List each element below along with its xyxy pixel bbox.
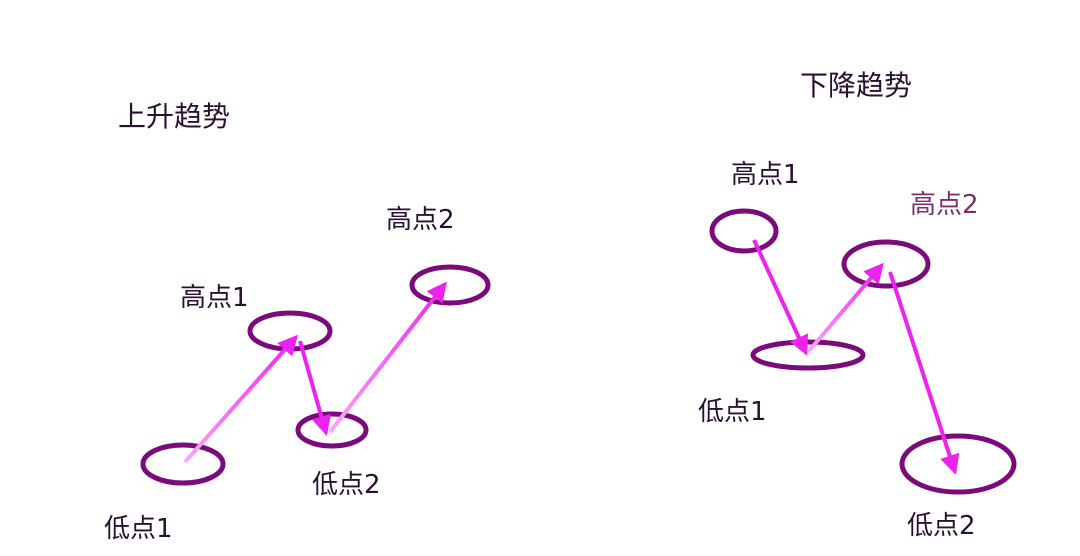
downtrend-high1-ellipse	[709, 208, 779, 254]
downtrend-low1-label: 低点1	[698, 397, 767, 427]
uptrend-arrow-high1-to-low2	[298, 340, 331, 436]
downtrend-high2-label: 高点2	[910, 190, 979, 220]
downtrend-arrow-high1-to-low1	[752, 239, 808, 356]
uptrend-high2-label: 高点2	[386, 205, 455, 235]
downtrend-low1-ellipse	[750, 339, 866, 371]
uptrend-low2-ellipse	[295, 411, 369, 449]
downtrend-high1-label: 高点1	[731, 160, 800, 190]
uptrend-low1-ellipse	[140, 442, 226, 486]
downtrend-arrow-high2-to-low2	[888, 271, 960, 475]
downtrend-low2-label: 低点2	[907, 511, 976, 541]
downtrend-low2-ellipse	[899, 433, 1017, 495]
downtrend-arrow-low1-to-high2	[806, 262, 884, 354]
downtrend-panel: 下降趋势 高点1 高点2 低点1 低点2	[698, 69, 1017, 541]
uptrend-panel: 上升趋势 高点1 高点2 低点2 低点1	[104, 100, 491, 544]
downtrend-high2-ellipse	[841, 239, 931, 289]
uptrend-low1-label: 低点1	[104, 514, 173, 544]
uptrend-high1-label: 高点1	[180, 283, 249, 313]
uptrend-arrow-low2-to-high2	[328, 281, 447, 434]
downtrend-title: 下降趋势	[800, 69, 912, 102]
uptrend-arrow-low1-to-high1	[183, 334, 298, 464]
uptrend-title: 上升趋势	[118, 100, 230, 133]
uptrend-low2-label: 低点2	[312, 470, 381, 500]
uptrend-high2-ellipse	[409, 264, 491, 306]
